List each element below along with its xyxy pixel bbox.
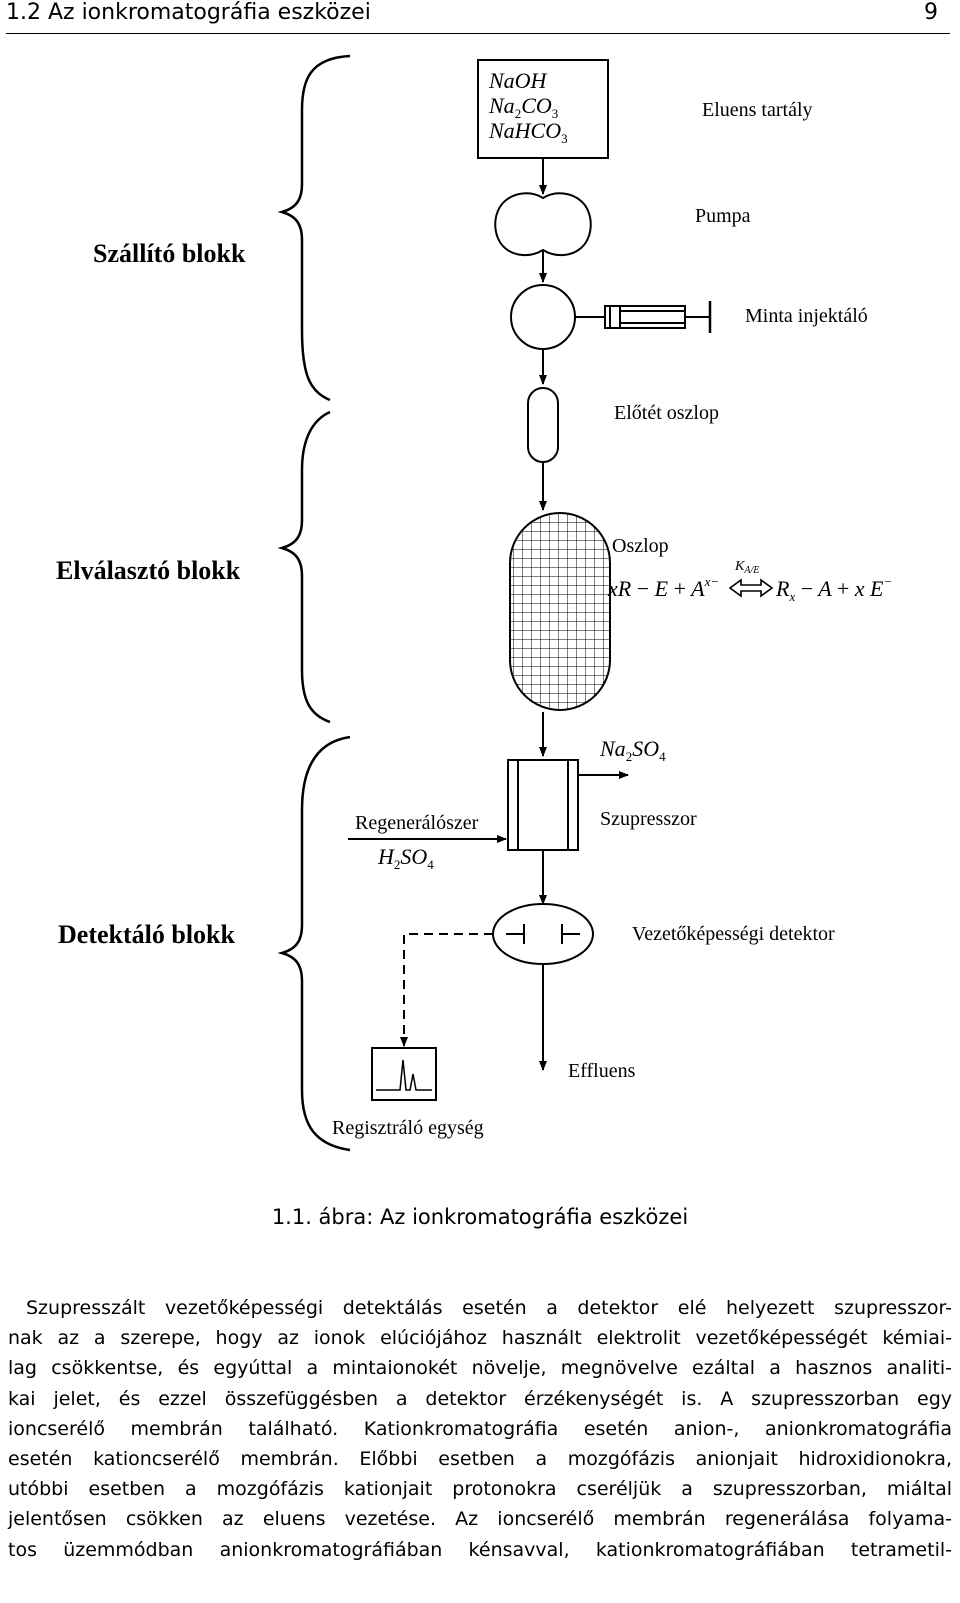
- page-number: 9: [924, 0, 938, 25]
- h2so4-b: 2: [394, 857, 401, 872]
- label-detector: Vezetőképességi detektor: [632, 923, 835, 945]
- label-recorder: Regisztráló egység: [332, 1117, 484, 1139]
- eq-a-sup: x−: [704, 574, 720, 589]
- paragraph-line: Szupresszált vezetőképességi detektálás …: [26, 1297, 952, 1319]
- suppressor: [507, 759, 579, 851]
- svg-text:NaOH: NaOH: [488, 68, 548, 93]
- eq-minus-2: −: [801, 576, 813, 601]
- section-title: 1.2 Az ionkromatográfia eszközei: [6, 0, 371, 25]
- separation-column: [509, 512, 611, 711]
- eq-a2: A: [816, 576, 832, 601]
- paragraph-line: utóbbi esetben a mozgófázis kationjait p…: [8, 1478, 952, 1501]
- eq-a: A: [689, 576, 705, 601]
- block-label-detection: Detektáló blokk: [58, 920, 236, 949]
- eq-k: K: [734, 559, 745, 574]
- eq-r-sub: x: [788, 589, 795, 604]
- eq-plus-1: +: [674, 576, 686, 601]
- tank-formula-na: Na: [488, 93, 515, 118]
- ion-chromatograph-diagram: Szállító blokk Elválasztó blokk Detektál…: [56, 54, 892, 1152]
- label-effluent: Effluens: [568, 1060, 636, 1082]
- tank-sub-3: 3: [552, 106, 559, 121]
- label-guard-column: Előtét oszlop: [614, 402, 719, 424]
- label-column: Oszlop: [612, 535, 669, 557]
- label-eluent-tank: Eluens tartály: [702, 99, 813, 121]
- eq-xe: x E: [854, 576, 884, 601]
- paragraph-line: ioncserélő membrán található. Kationkrom…: [8, 1417, 952, 1440]
- eq-e: E: [654, 576, 669, 601]
- brace-separation: [277, 410, 331, 724]
- block-label-separation: Elválasztó blokk: [56, 556, 241, 585]
- paragraph-line: kai jelet, és ezzel összefüggésben a det…: [8, 1387, 952, 1410]
- page-header: 1.2 Az ionkromatográfia eszközei 9: [0, 0, 960, 36]
- tank-formula-nahco: NaHCO: [488, 118, 561, 143]
- injector-valve: [510, 284, 576, 350]
- na2so4-d: 4: [659, 749, 666, 764]
- guard-column: [527, 387, 559, 463]
- h2so4-d: 4: [427, 857, 434, 872]
- na2so4-a: Na: [599, 736, 626, 761]
- label-sample-injector: Minta injektáló: [745, 305, 868, 327]
- svg-text:KA/E: KA/E: [734, 559, 759, 576]
- body-paragraph: Szupresszált vezetőképességi detektálás …: [8, 1293, 952, 1565]
- na2so4-formula: Na2SO4: [599, 736, 666, 764]
- eq-k-sub: A/E: [743, 565, 759, 576]
- syringe: [575, 301, 712, 333]
- pump: [494, 192, 592, 256]
- tank-formula-co: CO: [521, 93, 552, 118]
- label-suppressor: Szupresszor: [600, 808, 697, 830]
- label-regenerant: Regenerálószer: [355, 812, 479, 834]
- eq-e-sup: −: [883, 574, 892, 589]
- svg-text:NaHCO3: NaHCO3: [488, 118, 568, 146]
- header-rule: [6, 33, 950, 34]
- svg-text:xR − E +: xR − E + Ax−: [607, 574, 719, 601]
- tank-sub-3b: 3: [561, 131, 568, 146]
- svg-text:Na2CO3: Na2CO3: [488, 93, 558, 121]
- eq-xr: xR: [607, 576, 632, 601]
- eq-r: R: [775, 576, 790, 601]
- h2so4-formula: H2SO4: [377, 844, 434, 872]
- recorder: [371, 1047, 437, 1101]
- na2so4-c: SO: [632, 736, 659, 761]
- svg-text:Rx − A +: Rx − A + x E−: [775, 574, 892, 606]
- block-label-transport: Szállító blokk: [93, 239, 246, 268]
- tank-sub-2: 2: [515, 106, 522, 121]
- eluent-tank: NaOH Na2CO3 NaHCO3: [477, 59, 609, 159]
- paragraph-line: lag csökkentse, és egyúttal a mintaionok…: [8, 1357, 952, 1380]
- label-pump: Pumpa: [695, 205, 751, 227]
- tank-formula-naoh: NaOH: [488, 68, 548, 93]
- paragraph-line: jelentősen csökken az eluens vezetése. A…: [8, 1508, 952, 1531]
- brace-transport: [277, 54, 351, 402]
- eq-minus-1: −: [637, 576, 649, 601]
- figure-caption: 1.1. ábra: Az ionkromatográfia eszközei: [271, 1205, 689, 1229]
- paragraph-line: esetén kationcserélő membrán. Előbbi ese…: [8, 1448, 952, 1471]
- h2so4-c: SO: [400, 844, 427, 869]
- paragraph-line: nak az a szerepe, hogy az ionok elúciójá…: [8, 1327, 952, 1350]
- h2so4-a: H: [377, 844, 395, 869]
- eq-plus-2: +: [837, 576, 849, 601]
- brace-detection: [277, 735, 351, 1152]
- signal-line: [400, 933, 493, 1047]
- double-arrow-icon: [728, 578, 774, 598]
- paragraph-line: tos üzemmódban anionkromatográfiában kén…: [8, 1538, 952, 1561]
- na2so4-b: 2: [626, 749, 633, 764]
- ion-exchange-equation: KA/E xR − E + Ax− Rx − A + x E−: [607, 559, 892, 606]
- conductivity-detector: [492, 903, 594, 965]
